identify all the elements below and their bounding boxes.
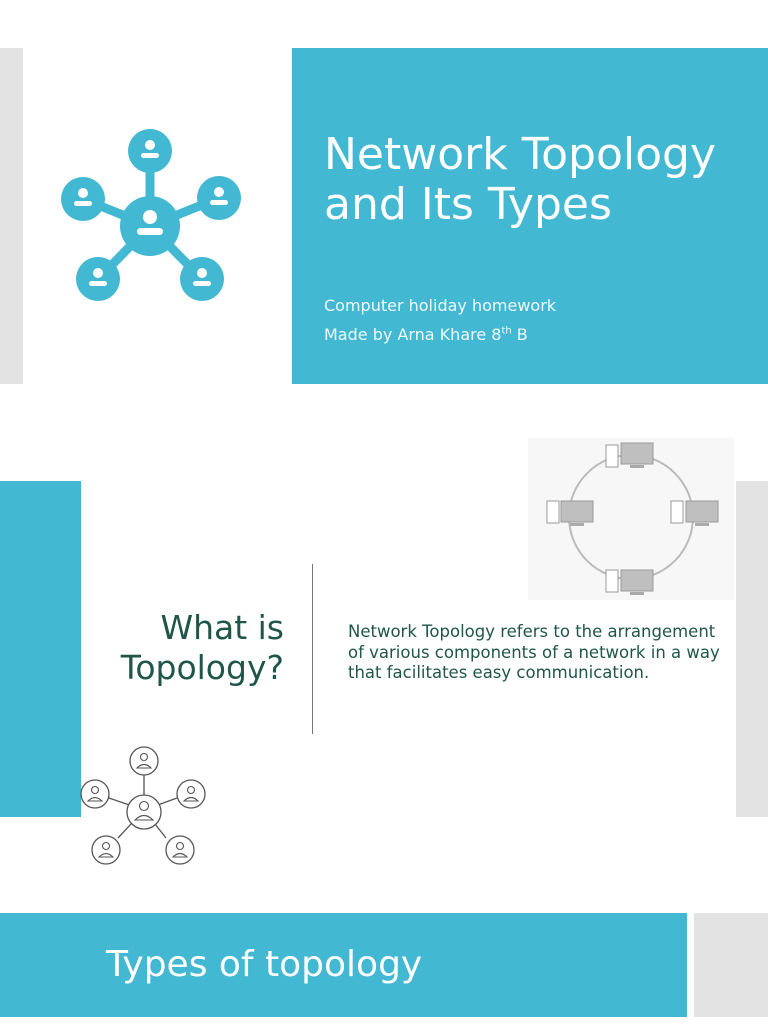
slide2-side-bar bbox=[736, 481, 768, 817]
topology-definition: Network Topology refers to the arrangeme… bbox=[348, 622, 720, 682]
computer-icon bbox=[605, 569, 654, 595]
network-people-icon bbox=[61, 129, 241, 301]
author-suffix: B bbox=[511, 325, 528, 344]
computer-icon bbox=[605, 442, 654, 468]
network-people-outline-icon bbox=[80, 746, 206, 865]
computer-icon bbox=[546, 500, 594, 526]
slide2-accent-bar bbox=[0, 481, 81, 817]
subtitle: Computer holiday homework bbox=[324, 296, 557, 315]
heading-line-1: What is bbox=[160, 608, 284, 647]
slide1-side-bar bbox=[0, 48, 23, 384]
heading-line-2: Topology? bbox=[120, 648, 284, 687]
author-prefix: Made by Arna Khare 8 bbox=[324, 325, 502, 344]
title-panel bbox=[292, 48, 768, 384]
presentation-title: Network Topology and Its Types bbox=[324, 129, 716, 230]
computer-icon bbox=[670, 500, 719, 526]
author-line: Made by Arna Khare 8th B bbox=[324, 325, 528, 345]
slide3-side-bar bbox=[694, 913, 768, 1017]
author-ordinal: th bbox=[501, 325, 512, 337]
ring-topology-computers-icon bbox=[546, 442, 719, 595]
vertical-divider bbox=[312, 564, 313, 734]
what-is-topology-heading: What is Topology? bbox=[96, 608, 284, 688]
types-of-topology-title: Types of topology bbox=[106, 944, 423, 985]
types-title-panel bbox=[0, 913, 687, 1017]
